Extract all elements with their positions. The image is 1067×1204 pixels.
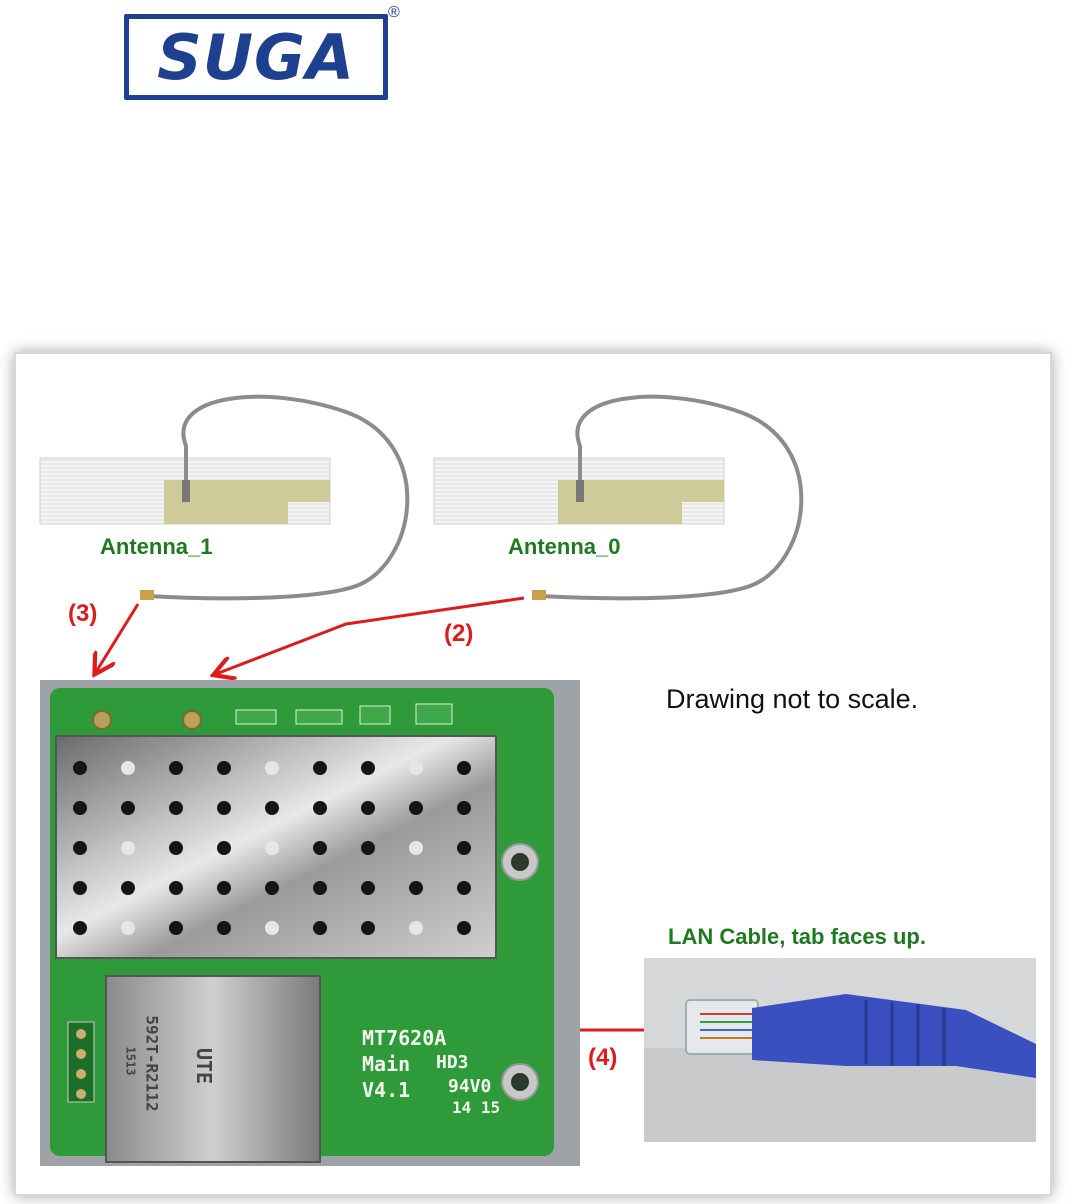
shield-vent-hole: [121, 841, 135, 855]
lan-cable-photo: [644, 958, 1036, 1142]
shield-vent-hole: [409, 921, 423, 935]
shield-vent-hole: [457, 841, 471, 855]
lan-cable-caption: LAN Cable, tab faces up.: [668, 924, 926, 950]
shield-vent-hole: [457, 761, 471, 775]
board-chip-label: MT7620A: [362, 1026, 446, 1050]
board-line2: Main: [362, 1052, 410, 1076]
registered-mark: ®: [388, 4, 400, 22]
board-rating: 94V0: [448, 1076, 491, 1097]
jack-brand: UTE: [192, 1048, 216, 1084]
ufl-connector-icon: [140, 590, 154, 600]
shield-vent-hole: [169, 761, 183, 775]
shield-vent-hole: [73, 881, 87, 895]
shield-vent-hole: [361, 881, 375, 895]
shield-vent-hole: [409, 841, 423, 855]
shield-vent-hole: [73, 921, 87, 935]
shield-vent-hole: [313, 841, 327, 855]
shield-vent-hole: [361, 761, 375, 775]
antenna-1-icon: [40, 397, 407, 600]
scale-note: Drawing not to scale.: [666, 684, 918, 715]
shield-vent-hole: [409, 801, 423, 815]
arrow-2: [216, 598, 524, 674]
shield-vent-hole: [457, 801, 471, 815]
shield-vent-hole: [265, 761, 279, 775]
shield-vent-hole: [361, 841, 375, 855]
shield-vent-hole: [361, 921, 375, 935]
shield-vent-hole: [73, 761, 87, 775]
shield-vent-hole: [457, 881, 471, 895]
shield-vent-hole: [121, 881, 135, 895]
shield-vent-hole: [121, 801, 135, 815]
shield-vent-hole: [265, 801, 279, 815]
step-3-label: (3): [68, 600, 97, 628]
shield-vent-hole: [217, 841, 231, 855]
shield-vent-hole: [169, 841, 183, 855]
shield-vent-hole: [121, 921, 135, 935]
step-4-label: (4): [588, 1044, 617, 1072]
shield-vent-hole: [409, 761, 423, 775]
suga-logo: SUGA: [124, 14, 388, 100]
antenna-0-label: Antenna_0: [508, 534, 620, 560]
shield-vent-hole: [265, 881, 279, 895]
shield-vent-hole: [73, 801, 87, 815]
arrow-3: [96, 604, 138, 672]
antenna-1-label: Antenna_1: [100, 534, 212, 560]
rj45-plug-icon: [686, 1000, 758, 1054]
shield-vent-hole: [217, 921, 231, 935]
shield-vent-hole: [313, 921, 327, 935]
step-2-label: (2): [444, 620, 473, 648]
shield-vent-hole: [217, 801, 231, 815]
jack-code: 1513: [123, 1047, 137, 1076]
board-photo: [40, 680, 580, 1166]
shield-vent-hole: [169, 921, 183, 935]
shield-vent-hole: [313, 881, 327, 895]
shield-vent-hole: [313, 801, 327, 815]
assembly-figure: Antenna_1 Antenna_0 (3) (2) (4) Drawing …: [14, 352, 1052, 1196]
logo-text: SUGA: [129, 21, 383, 94]
shield-vent-hole: [217, 881, 231, 895]
shield-vent-hole: [169, 881, 183, 895]
shield-vent-hole: [73, 841, 87, 855]
shield-vent-hole: [121, 761, 135, 775]
board-mark: HD3: [436, 1052, 469, 1073]
figure-drawing: [16, 354, 1050, 1194]
shield-vent-hole: [265, 921, 279, 935]
board-date: 14 15: [452, 1098, 500, 1117]
shield-vent-hole: [217, 761, 231, 775]
board-version: V4.1: [362, 1078, 410, 1102]
shield-vent-hole: [457, 921, 471, 935]
jack-part: 592T-R2112: [143, 1015, 162, 1111]
shield-vent-hole: [313, 761, 327, 775]
shield-vent-hole: [265, 841, 279, 855]
shield-vent-hole: [409, 881, 423, 895]
ufl-connector-icon: [532, 590, 546, 600]
antenna-0-icon: [434, 397, 801, 600]
shield-vent-hole: [169, 801, 183, 815]
shield-vent-hole: [361, 801, 375, 815]
